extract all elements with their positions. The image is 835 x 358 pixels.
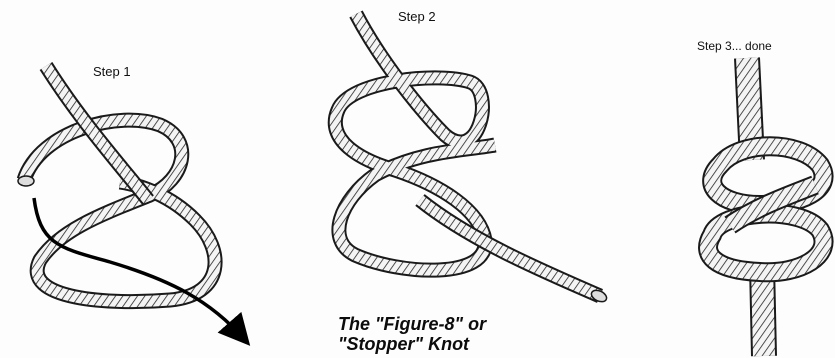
step-2-rope	[335, 14, 608, 304]
diagram-caption: The "Figure-8" or "Stopper" Knot	[338, 314, 486, 354]
caption-line-2: "Stopper" Knot	[338, 334, 486, 354]
step-3-knot	[708, 58, 824, 356]
step-1-label: Step 1	[93, 64, 131, 79]
step-3-label: Step 3... done	[697, 39, 772, 53]
caption-line-1: The "Figure-8" or	[338, 314, 486, 334]
step-2-label: Step 2	[398, 9, 436, 24]
step-1-rope	[18, 66, 215, 302]
